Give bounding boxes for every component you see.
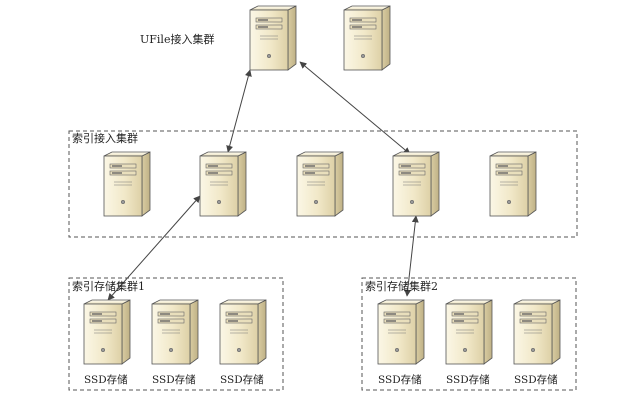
index-storage-cluster-1-box bbox=[68, 277, 284, 391]
link-access-to-storage-2 bbox=[404, 215, 419, 297]
storage-2-server-2 bbox=[445, 299, 493, 365]
storage-2-ssd-label-3: SSD存储 bbox=[514, 373, 558, 386]
top-server-1 bbox=[249, 5, 297, 71]
index-access-server-4 bbox=[392, 151, 440, 217]
storage-1-ssd-label-1: SSD存储 bbox=[84, 373, 128, 386]
index-access-server-3 bbox=[296, 151, 344, 217]
index-access-cluster-box bbox=[68, 130, 578, 238]
storage-1-server-3 bbox=[219, 299, 267, 365]
storage-1-ssd-label-2: SSD存储 bbox=[152, 373, 196, 386]
index-storage-cluster-2-box bbox=[361, 277, 577, 391]
index-storage-cluster-2-label: 索引存储集群2 bbox=[365, 279, 438, 293]
link-access-to-storage-1 bbox=[107, 195, 201, 301]
storage-2-ssd-label-2: SSD存储 bbox=[446, 373, 490, 386]
index-access-server-2 bbox=[199, 151, 247, 217]
storage-2-server-1 bbox=[377, 299, 425, 365]
index-storage-cluster-1-label: 索引存储集群1 bbox=[72, 279, 145, 293]
storage-1-server-2 bbox=[151, 299, 199, 365]
link-top-left bbox=[226, 69, 252, 153]
index-access-server-1 bbox=[103, 151, 151, 217]
storage-1-ssd-label-3: SSD存储 bbox=[220, 373, 264, 386]
link-top-right bbox=[299, 61, 411, 155]
storage-1-server-1 bbox=[83, 299, 131, 365]
storage-2-ssd-label-1: SSD存储 bbox=[378, 373, 422, 386]
index-access-server-5 bbox=[489, 151, 537, 217]
top-server-2 bbox=[343, 5, 391, 71]
storage-2-server-3 bbox=[513, 299, 561, 365]
top-cluster-label: UFile接入集群 bbox=[140, 32, 214, 46]
index-access-cluster-label: 索引接入集群 bbox=[72, 131, 138, 145]
